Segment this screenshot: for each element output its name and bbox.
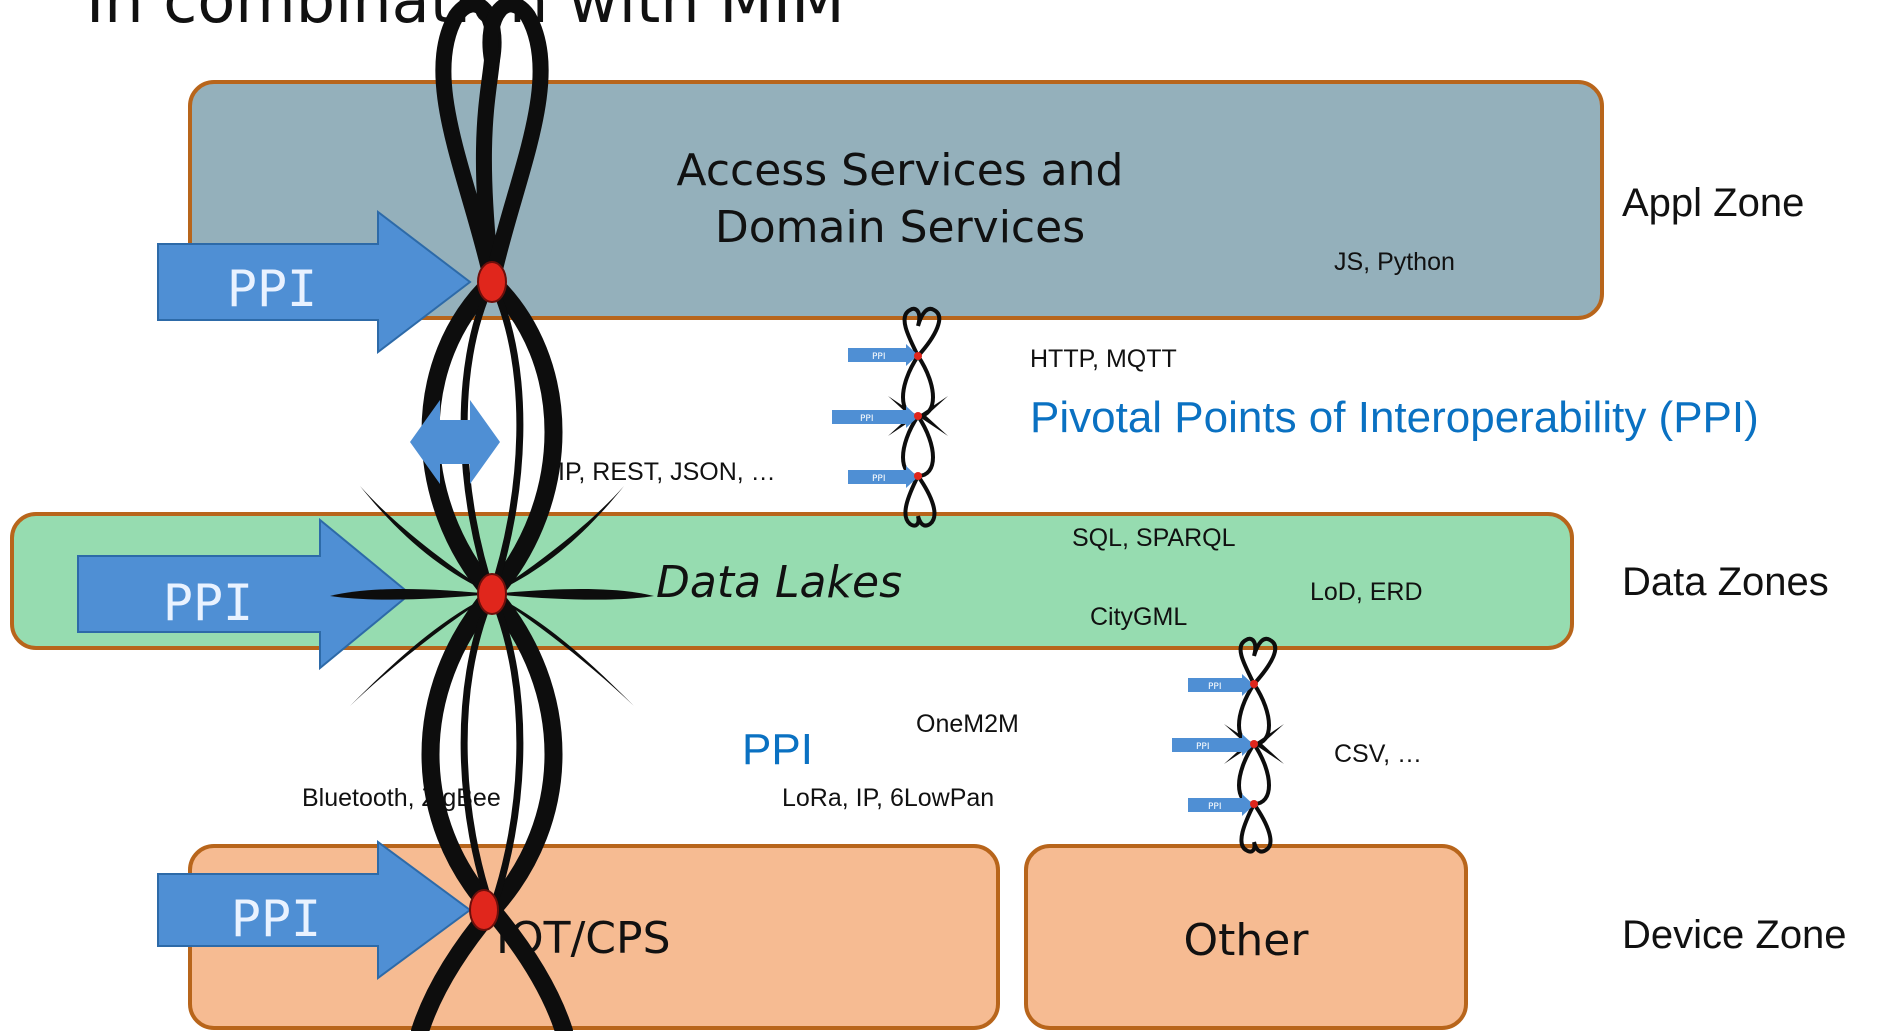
ppi-arrow-bottom-label: PPI [231, 890, 321, 948]
other-box [1024, 844, 1468, 1030]
mini-ppi-arrow-label-6: PPI [1208, 802, 1222, 812]
data-lakes-label: Data Lakes [656, 557, 902, 608]
ppi-arrow-top-label: PPI [227, 260, 317, 318]
ppi-arrow-top: PPI [157, 209, 472, 355]
mini-ppi-arrow-label-5: PPI [1196, 742, 1210, 752]
http-mqtt-label: HTTP, MQTT [1030, 345, 1177, 373]
appl-zone-label: Appl Zone [1622, 181, 1805, 225]
knot-point-middle [477, 573, 507, 615]
ip-rest-label: IP, REST, JSON, … [558, 458, 776, 486]
lora-label: LoRa, IP, 6LowPan [782, 784, 995, 812]
data-tech-lod: LoD, ERD [1310, 578, 1423, 606]
ppi-arrow-bottom: PPI [157, 840, 472, 980]
access-services-line2: Domain Services [714, 202, 1086, 253]
mini-ppi-arrow-label-2: PPI [860, 414, 874, 424]
appl-tech-label: JS, Python [1334, 248, 1455, 276]
device-zone-label: Device Zone [1622, 913, 1847, 957]
ppi-knot-small-top: PPI PPI PPI [832, 306, 948, 528]
knot-point-top [477, 261, 507, 303]
csv-label: CSV, … [1334, 740, 1423, 768]
other-label: Other [1183, 915, 1309, 966]
mini-ppi-arrow-label-4: PPI [1208, 682, 1222, 692]
mini-ppi-arrow-label-1: PPI [872, 352, 886, 362]
ppi-full-label: Pivotal Points of Interoperability (PPI) [1030, 393, 1759, 442]
ppi-arrow-middle-label: PPI [163, 574, 253, 632]
access-services-line1: Access Services and [676, 145, 1124, 196]
mini-ppi-arrow-label-3: PPI [872, 474, 886, 484]
onem2m-label: OneM2M [916, 710, 1019, 738]
bidirectional-arrow [410, 400, 500, 484]
knot-point-bottom [469, 889, 499, 931]
ppi-short-label: PPI [742, 725, 813, 774]
data-tech-sql: SQL, SPARQL [1072, 524, 1236, 552]
data-zones-label: Data Zones [1622, 560, 1829, 604]
ppi-knot-small-bottom: PPI PPI PPI [1172, 636, 1284, 854]
data-tech-citygml: CityGML [1090, 603, 1188, 631]
ppi-arrow-middle: PPI [77, 517, 412, 671]
knot-strands [411, 0, 573, 1031]
knot-spikes [330, 486, 654, 706]
